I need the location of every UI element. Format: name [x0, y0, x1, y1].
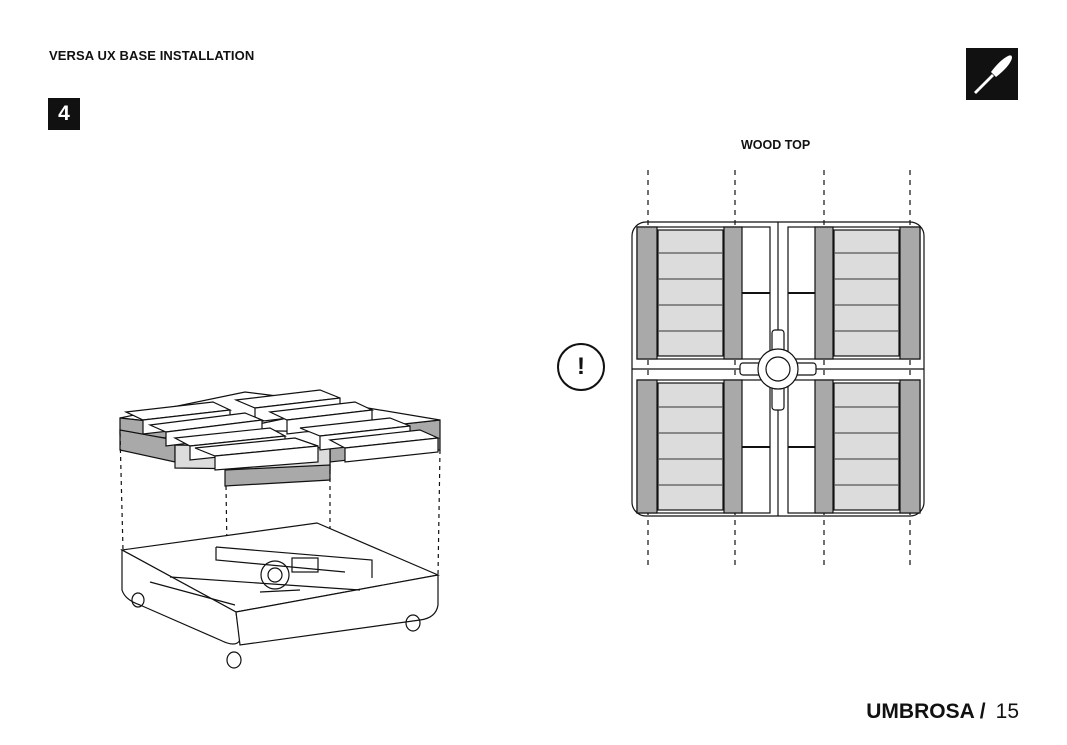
- footer: UMBROSA / 15: [866, 700, 1019, 724]
- wood-top-label: WOOD TOP: [741, 138, 811, 152]
- page-number: 15: [995, 700, 1019, 723]
- center-hub: [632, 222, 924, 516]
- screwdriver-icon: [966, 48, 1018, 100]
- quadrant-top-right: [787, 226, 921, 360]
- wood-blocks-top: [123, 389, 441, 471]
- attention-icon: !: [557, 343, 605, 391]
- step-number-badge: 4: [48, 98, 80, 130]
- brand-name: UMBROSA /: [866, 700, 986, 723]
- wheels: [131, 592, 421, 669]
- quadrant-bottom-right: [787, 379, 921, 514]
- page-title: VERSA UX BASE INSTALLATION: [49, 48, 255, 63]
- base-inner-frame: [149, 546, 373, 606]
- quadrant-bottom-left: [636, 379, 771, 514]
- quadrant-top-left: [636, 226, 771, 360]
- base-tray: [120, 522, 441, 646]
